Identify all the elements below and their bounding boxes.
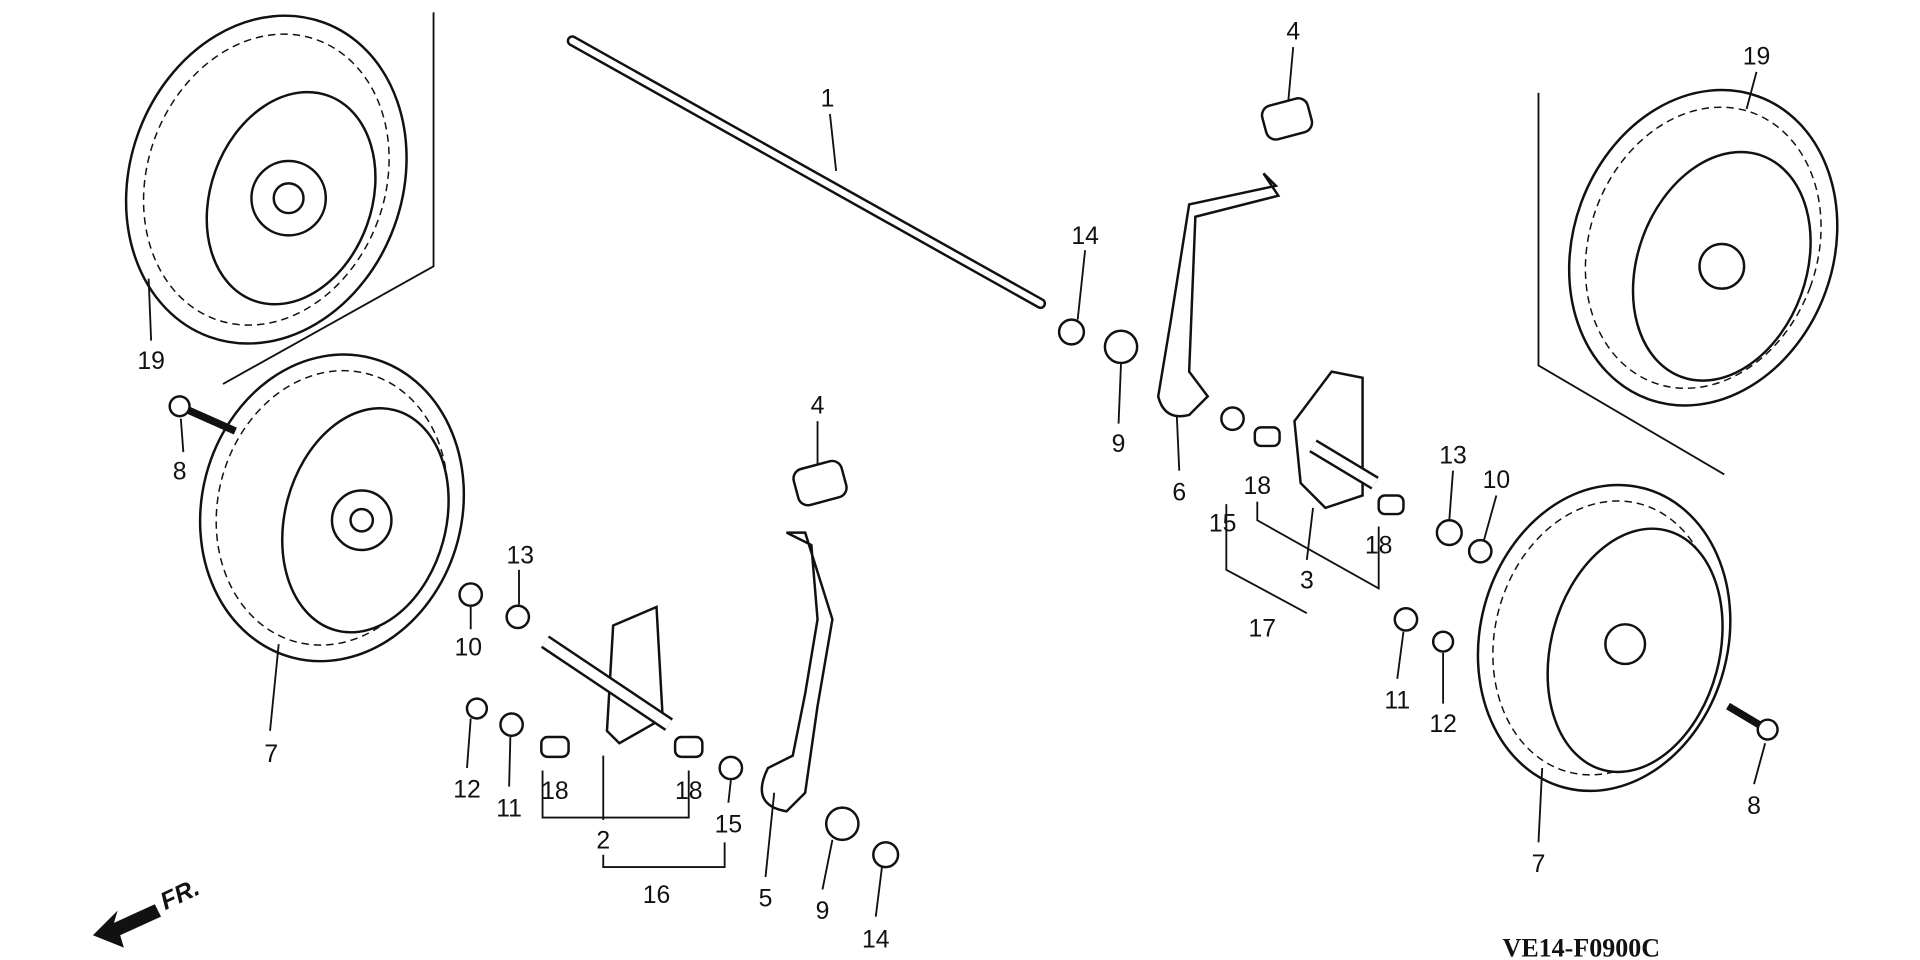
callout-arm-right: 3 [1300, 567, 1314, 594]
callout-collar-left-b: 18 [675, 778, 703, 805]
diagram-code: VE14-F0900C [1503, 933, 1660, 960]
callout-arm-left: 2 [596, 828, 610, 855]
callout-clip-lower: 14 [862, 927, 890, 954]
callout-clip-right: 12 [1429, 711, 1457, 738]
callout-washer-11-left: 11 [496, 795, 522, 822]
callout-cap-right: 4 [1286, 19, 1300, 46]
callout-lever-left: 5 [759, 886, 773, 913]
callout-bushing-right: 13 [1439, 442, 1467, 469]
callout-arm-set-right: 17 [1248, 616, 1276, 643]
callout-washer-lower: 9 [816, 898, 830, 925]
callout-washer-left: 10 [454, 634, 482, 661]
callout-lever-right: 6 [1172, 479, 1186, 506]
callout-wheel-cover-left: 19 [137, 348, 165, 375]
callout-collar-right-b: 18 [1365, 533, 1393, 560]
callout-clip-upper: 14 [1071, 223, 1099, 250]
wheel-right-part [1476, 483, 1732, 793]
callout-wheel-cover-right: 19 [1743, 43, 1771, 70]
callout-washer-upper: 9 [1112, 431, 1126, 458]
callout-bushing-15-right: 15 [1209, 510, 1237, 537]
callout-washer-right: 10 [1483, 467, 1511, 494]
front-arrow-icon: FR. [92, 874, 204, 948]
callout-bushing-left: 13 [506, 543, 534, 570]
wheel-left-part [198, 353, 466, 663]
callout-collar-left-a: 18 [541, 778, 569, 805]
callout-labels: 1 4 19 14 4 9 6 19 8 13 10 12 11 18 2 18… [137, 19, 1770, 954]
wheel-cover-left-part [124, 12, 435, 385]
callout-collar-right-a: 18 [1244, 473, 1272, 500]
callout-shaft: 1 [821, 86, 835, 113]
callout-bolt-right: 8 [1747, 793, 1761, 820]
callout-cap-left: 4 [811, 393, 825, 420]
shaft-part [566, 35, 1047, 310]
callout-bushing-15-left: 15 [715, 811, 743, 838]
callout-wheel-left: 7 [264, 741, 278, 768]
callout-wheel-right: 7 [1532, 851, 1546, 878]
callout-arm-set-left: 16 [643, 882, 671, 909]
callout-clip-left: 12 [453, 777, 481, 804]
wheel-cover-right-part [1537, 88, 1839, 476]
front-indicator: FR. [156, 874, 204, 915]
callout-bolt-left: 8 [173, 458, 187, 485]
leader-lines [147, 46, 1767, 917]
bolt-parts [168, 395, 1779, 741]
callout-washer-11-right: 11 [1384, 688, 1410, 715]
